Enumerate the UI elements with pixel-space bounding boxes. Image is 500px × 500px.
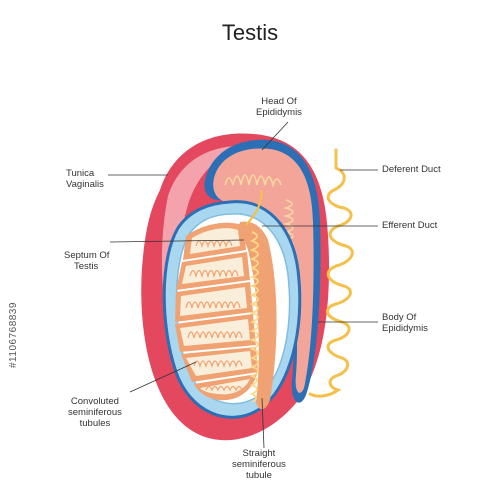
leader-head-of-epididymis — [261, 121, 289, 151]
label-head-of-epididymis: Head Of Epididymis — [256, 96, 302, 118]
label-tunica-vaginalis: Tunica Vaginalis — [66, 168, 104, 190]
efferent-duct-shape — [245, 189, 264, 226]
label-convoluted-seminiferous-tubules: Convoluted seminiferous tubules — [68, 396, 122, 429]
deferent-duct-shape — [308, 148, 354, 398]
tunica-highlight — [161, 146, 240, 350]
label-septum-of-testis: Septum Of Testis — [64, 250, 110, 272]
label-body-of-epididymis: Body Of Epididymis — [382, 312, 428, 334]
label-straight-seminiferous-tubule: Straight seminiferous tubule — [232, 448, 286, 481]
diagram-title: Testis — [221, 20, 279, 45]
leader-straight-tubule — [261, 397, 265, 449]
leader-convoluted-tubules — [129, 361, 197, 393]
straight-tubule-coil — [249, 231, 259, 403]
stock-id-watermark: #1106768839 — [8, 302, 19, 368]
label-efferent-duct: Efferent Duct — [382, 220, 438, 231]
leader-lines — [108, 121, 378, 449]
label-deferent-duct: Deferent Duct — [382, 164, 441, 175]
tubule-wiggles — [185, 240, 243, 392]
leader-septum-of-testis — [109, 239, 245, 243]
